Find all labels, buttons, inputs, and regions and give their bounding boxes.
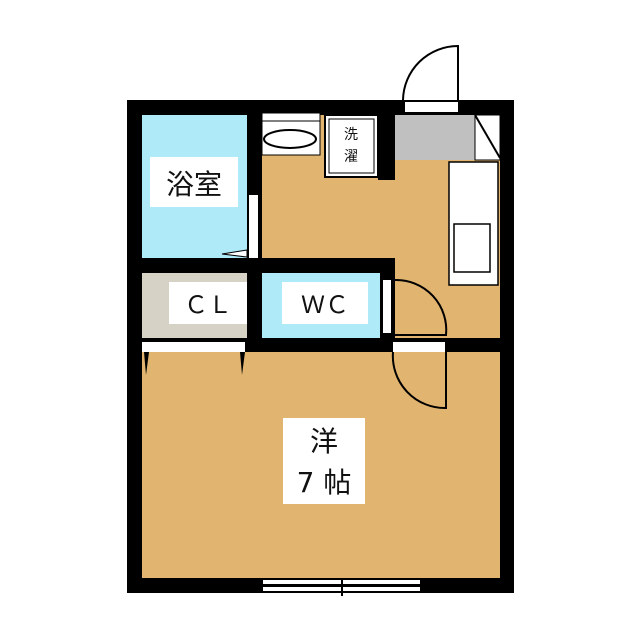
shoe-shelf-diagonal bbox=[474, 114, 501, 159]
closet-label-bg bbox=[169, 282, 247, 324]
western-room-label-bg bbox=[283, 418, 365, 504]
bathroom-label: 浴室 bbox=[166, 168, 222, 201]
western-room-size: 7 帖 bbox=[297, 466, 352, 499]
bathroom-door-marker bbox=[221, 249, 248, 258]
toilet-label-bg bbox=[282, 282, 368, 324]
bathroom-label-bg bbox=[150, 157, 238, 207]
toilet-door-swing bbox=[394, 278, 448, 336]
washbasin-bowl bbox=[263, 129, 317, 149]
closet-door[interactable] bbox=[142, 342, 245, 352]
counter bbox=[395, 115, 475, 160]
entry-door-opening[interactable] bbox=[405, 102, 458, 112]
entry-door-swing bbox=[402, 44, 459, 101]
closet-label: ＣＬ bbox=[184, 291, 232, 319]
washer-space-inner bbox=[328, 118, 375, 174]
toilet-door[interactable] bbox=[383, 280, 391, 333]
room-door[interactable] bbox=[393, 342, 445, 352]
closet-door-marker bbox=[144, 352, 149, 375]
wall bbox=[262, 258, 395, 273]
sink bbox=[453, 223, 491, 273]
laundry-label: 洗 bbox=[344, 127, 358, 143]
toilet-label: ＷＣ bbox=[301, 291, 349, 319]
western-room-label: 洋 bbox=[310, 425, 338, 458]
laundry-label: 濯 bbox=[344, 149, 358, 165]
wall bbox=[378, 100, 395, 180]
closet-door-marker bbox=[240, 352, 245, 375]
bathroom-door[interactable] bbox=[249, 195, 258, 258]
room-door-swing bbox=[391, 351, 447, 410]
